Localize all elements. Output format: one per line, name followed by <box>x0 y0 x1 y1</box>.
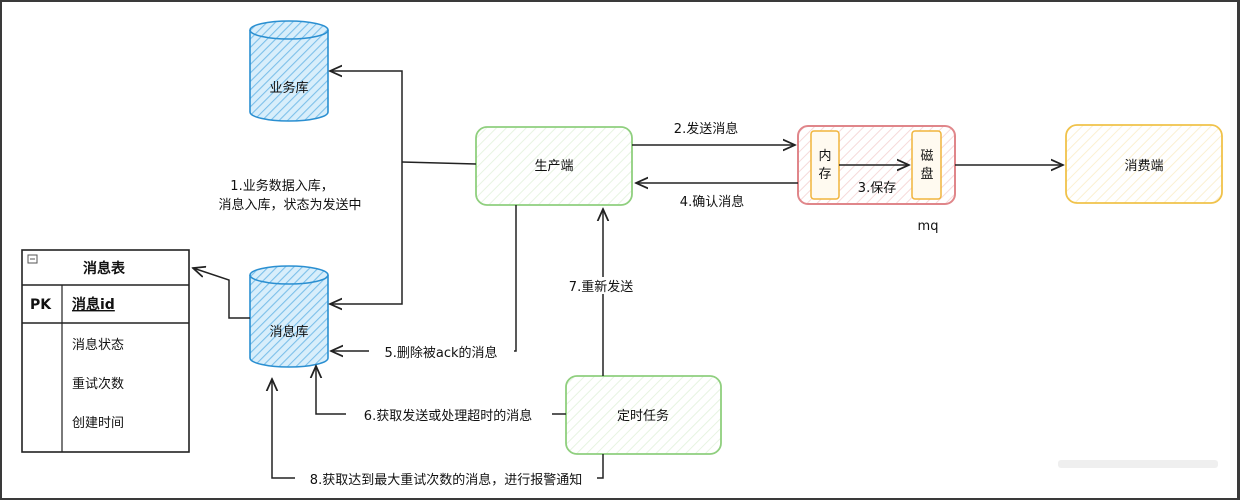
mq-memory-label-1: 内 <box>818 148 831 164</box>
edge-label-step5: 5.删除被ack的消息 <box>384 345 497 361</box>
edge-label-step1-line1: 1.业务数据入库， <box>230 178 333 194</box>
table-field-created: 创建时间 <box>72 416 124 431</box>
edge-db-to-table <box>193 268 250 319</box>
edge-label-step6: 6.获取发送或处理超时的消息 <box>364 408 532 424</box>
message-db-node: 消息库 <box>249 265 329 368</box>
producer-label: 生产端 <box>534 159 573 174</box>
consumer-label: 消费端 <box>1124 159 1163 174</box>
edge-label-step7: 7.重新发送 <box>569 279 633 295</box>
business-db-node: 业务库 <box>249 20 329 122</box>
pk-label: PK <box>30 297 52 313</box>
edge-step1-trunk <box>401 161 477 165</box>
table-field-status: 消息状态 <box>72 337 124 353</box>
pk-field: 消息id <box>72 296 115 313</box>
table-title: 消息表 <box>83 260 126 277</box>
edge-label-step2: 2.发送消息 <box>674 121 738 137</box>
table-field-retry: 重试次数 <box>72 376 124 392</box>
mq-node: 内 存 磁 盘 mq <box>797 125 956 234</box>
mq-memory-box <box>810 130 840 200</box>
edge-label-step4: 4.确认消息 <box>680 194 744 210</box>
mq-memory-label-2: 存 <box>818 167 831 182</box>
mq-label: mq <box>918 219 939 234</box>
edge-step1-to-message-db <box>330 162 403 304</box>
message-db-label: 消息库 <box>269 324 308 340</box>
scheduled-task-node: 定时任务 <box>565 375 722 455</box>
edge-label-step8: 8.获取达到最大重试次数的消息，进行报警通知 <box>310 472 582 488</box>
mq-disk-box <box>911 130 942 200</box>
message-table: 消息表 PK 消息id 消息状态 重试次数 创建时间 <box>21 249 190 453</box>
edge-label-step1-line2: 消息入库，状态为发送中 <box>218 197 361 213</box>
edge-step1-to-business-db <box>330 71 403 162</box>
consumer-node: 消费端 <box>1065 124 1223 204</box>
mq-disk-label-1: 磁 <box>920 149 933 164</box>
mq-disk-label-2: 盘 <box>920 166 933 182</box>
scheduled-task-label: 定时任务 <box>617 408 669 424</box>
producer-node: 生产端 <box>475 126 633 206</box>
business-db-label: 业务库 <box>269 80 308 96</box>
edge-step8 <box>272 379 604 479</box>
edge-step5 <box>331 205 517 351</box>
edge-label-step3: 3.保存 <box>858 181 896 196</box>
watermark-smudge <box>1058 460 1218 468</box>
